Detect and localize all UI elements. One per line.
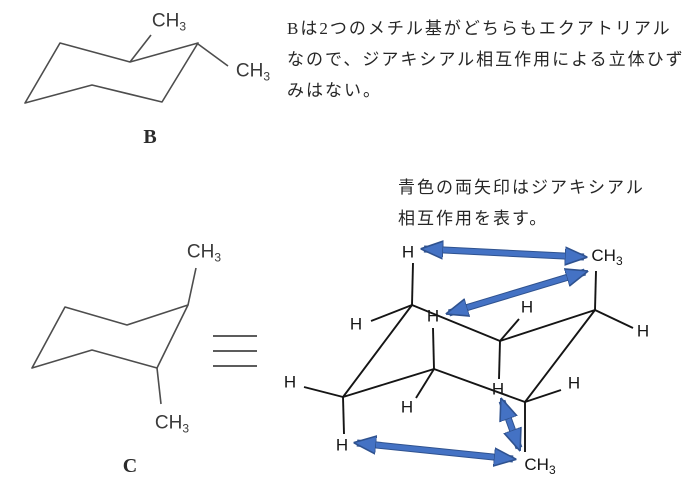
structure-c-skeleton (31, 267, 197, 405)
methyl-label-b-right: CH3 (235, 60, 271, 84)
note-about-arrows: 青色の両矢印はジアキシアル 相互作用を表す。 (398, 172, 645, 234)
equivalence-sign-icon (213, 335, 257, 367)
structure-b-skeleton (24, 34, 229, 104)
note-about-b: Bは2つのメチル基がどちらもエクアトリアル なので、ジアキシアル相互作用による立… (287, 13, 685, 106)
hydrogen-label-c6-equatorial: H (567, 373, 581, 393)
methyl-label-b-top: CH3 (151, 10, 187, 34)
hydrogen-label-c4-axial: H (335, 435, 349, 455)
diaxial-arrow-h3-ch3 (498, 401, 523, 448)
structure-c-label: C (122, 455, 138, 477)
methyl-label-c-bottom: CH3 (154, 412, 190, 436)
hydrogen-label-c1-axial: H (401, 242, 415, 262)
cyclohexane-explicit-h-skeleton (303, 262, 634, 452)
hydrogen-label-c4-equatorial: H (283, 372, 297, 392)
diaxial-arrow-ch3-h5 (449, 272, 585, 313)
hydrogen-label-c3-axial: H (491, 379, 505, 399)
hydrogen-label-c2-equatorial: H (636, 321, 650, 341)
methyl-label-c2-axial: CH3 (591, 246, 623, 268)
methyl-label-c-top: CH3 (186, 241, 222, 265)
note-about-arrows-line2: 相互作用を表す。 (398, 209, 549, 228)
note-about-b-line3: みはない。 (287, 81, 382, 100)
structure-b-label: B (143, 126, 157, 148)
hydrogen-label-c5-equatorial: H (400, 397, 414, 417)
diaxial-arrow-h4-ch3 (357, 443, 513, 459)
note-about-b-line1: Bは2つのメチル基がどちらもエクアトリアル (287, 19, 672, 38)
methyl-label-c6-axial: CH3 (524, 455, 556, 477)
note-about-arrows-line1: 青色の両矢印はジアキシアル (398, 178, 645, 197)
hydrogen-label-c5-axial: H (426, 306, 440, 326)
hydrogen-label-c3-equatorial: H (520, 297, 534, 317)
hydrogen-label-c1-equatorial: H (349, 314, 363, 334)
note-about-b-line2: なので、ジアキシアル相互作用による立体ひず (287, 50, 685, 69)
diaxial-arrow-h1-ch3 (424, 249, 584, 257)
